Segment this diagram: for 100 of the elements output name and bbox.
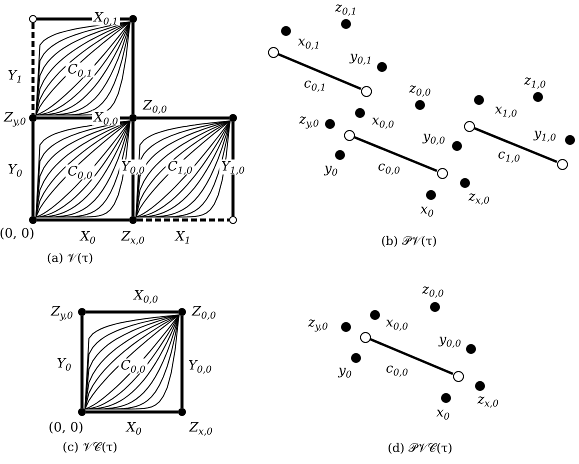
edge-label: c$_{1,0}$ xyxy=(498,148,520,162)
segment-line xyxy=(278,52,362,90)
cell-label: C$_{0,0}$ xyxy=(118,358,148,374)
filled-point xyxy=(441,393,451,403)
point-label: y$_{0}$ xyxy=(324,162,338,176)
hollow-point xyxy=(229,216,237,224)
point-label: Z$_{y,0}$ xyxy=(4,112,26,124)
point-label: Z$_{x,0}$ xyxy=(121,230,145,244)
filled-point xyxy=(351,353,361,363)
segment-line xyxy=(474,126,558,164)
edge-line xyxy=(132,23,134,114)
point-label: x$_{0}$ xyxy=(420,204,434,216)
edge-label: Y$_{0}$ xyxy=(56,358,72,370)
filled-point xyxy=(460,178,470,188)
point-label: y$_{1,0}$ xyxy=(534,128,556,140)
edge-label: c$_{0,0}$ xyxy=(386,362,408,376)
edge-line xyxy=(37,218,129,222)
point-label: z$_{y,0}$ xyxy=(308,316,328,330)
cell-label: C$_{0,1}$ xyxy=(66,62,94,78)
filled-point xyxy=(415,100,425,110)
hollow-point xyxy=(268,46,278,58)
hollow-point xyxy=(29,15,37,23)
filled-point xyxy=(430,302,440,312)
point-label: x$_{1,0}$ xyxy=(494,104,518,116)
edge-label: c$_{0,1}$ xyxy=(304,78,326,90)
filled-point xyxy=(466,344,476,354)
edge-line xyxy=(180,316,184,408)
edge-label: Y$_{1,0}$ xyxy=(219,160,247,174)
panel-caption: (d) 𝒫𝒱𝒞(τ) xyxy=(388,440,452,456)
segment-line xyxy=(354,136,438,172)
point-label: y$_{0,1}$ xyxy=(350,50,372,64)
point-label: z$_{0,0}$ xyxy=(422,284,444,296)
edge-line xyxy=(32,23,34,114)
filled-point xyxy=(533,92,543,102)
panel-caption: (c) 𝒱𝒞(τ) xyxy=(62,440,118,454)
point-label: x$_{0,1}$ xyxy=(298,36,320,48)
filled-point xyxy=(341,322,351,332)
cell-label: C$_{0,0}$ xyxy=(66,164,94,180)
filled-point xyxy=(78,408,86,416)
segment-line xyxy=(370,338,454,376)
point-label: y$_{0,0}$ xyxy=(438,334,462,346)
edge-label: Y$_{1}$ xyxy=(8,70,22,82)
edge-line xyxy=(86,310,178,314)
filled-point xyxy=(29,114,37,122)
edge-label: c$_{0,0}$ xyxy=(378,160,400,174)
filled-point xyxy=(129,114,137,122)
hollow-point xyxy=(464,120,474,132)
edge-line xyxy=(86,410,178,414)
hollow-point xyxy=(360,86,372,96)
hollow-point xyxy=(360,332,370,342)
filled-point xyxy=(426,190,436,200)
filled-point xyxy=(178,308,186,316)
filled-point xyxy=(325,119,335,129)
point-label: z$_{y,0}$ xyxy=(299,114,319,126)
filled-point xyxy=(178,408,186,416)
point-label: Z$_{y,0}$ xyxy=(51,306,73,318)
filled-point xyxy=(370,310,380,320)
point-label: Z$_{0,0}$ xyxy=(192,306,216,318)
point-label: z$_{x,0}$ xyxy=(468,190,490,204)
point-label: z$_{0,1}$ xyxy=(335,2,357,14)
filled-point xyxy=(475,381,485,391)
edge-line xyxy=(32,122,34,216)
filled-point xyxy=(129,216,137,224)
hollow-point xyxy=(344,130,354,140)
filled-point xyxy=(281,26,291,36)
hollow-point xyxy=(556,158,568,170)
filled-point xyxy=(29,216,37,224)
point-label: Z$_{x,0}$ xyxy=(189,422,213,434)
point-label: x$_{0}$ xyxy=(436,406,450,420)
point-label: z$_{0,0}$ xyxy=(409,82,431,96)
point-label: Z$_{0,0}$ xyxy=(143,100,167,112)
edge-label: Y$_{0,0}$ xyxy=(119,160,147,174)
filled-point xyxy=(355,108,365,118)
point-label: (0, 0) xyxy=(48,422,84,434)
filled-point xyxy=(335,150,345,160)
edge-line xyxy=(137,218,229,222)
panel-caption: (b) 𝒫𝒱(τ) xyxy=(381,234,437,248)
filled-point xyxy=(565,135,575,145)
edge-label: X$_{0,0}$ xyxy=(134,290,158,302)
point-label: z$_{1,0}$ xyxy=(524,74,546,88)
point-label: y$_{0,0}$ xyxy=(422,130,446,144)
filled-point xyxy=(377,62,387,72)
filled-point xyxy=(341,19,351,29)
edge-line xyxy=(80,316,84,408)
filled-point xyxy=(474,95,484,105)
edge-label: X$_{0}$ xyxy=(80,230,96,244)
cell-label: C$_{1,0}$ xyxy=(166,160,194,174)
filled-point xyxy=(129,15,137,23)
edge-label: X$_{0,0}$ xyxy=(92,110,120,126)
panel-caption: (a) 𝒱(τ) xyxy=(46,250,94,266)
filled-point xyxy=(78,308,86,316)
point-label: (0, 0) xyxy=(0,228,34,240)
edge-label: X$_{1}$ xyxy=(175,230,191,244)
point-label: y$_{0}$ xyxy=(338,364,352,378)
point-label: z$_{x,0}$ xyxy=(477,394,499,406)
edge-line xyxy=(137,116,229,120)
hollow-point xyxy=(452,370,464,382)
edge-label: Y$_{0}$ xyxy=(8,164,22,176)
filled-point xyxy=(452,141,462,151)
edge-label: X$_{0,1}$ xyxy=(92,10,120,26)
